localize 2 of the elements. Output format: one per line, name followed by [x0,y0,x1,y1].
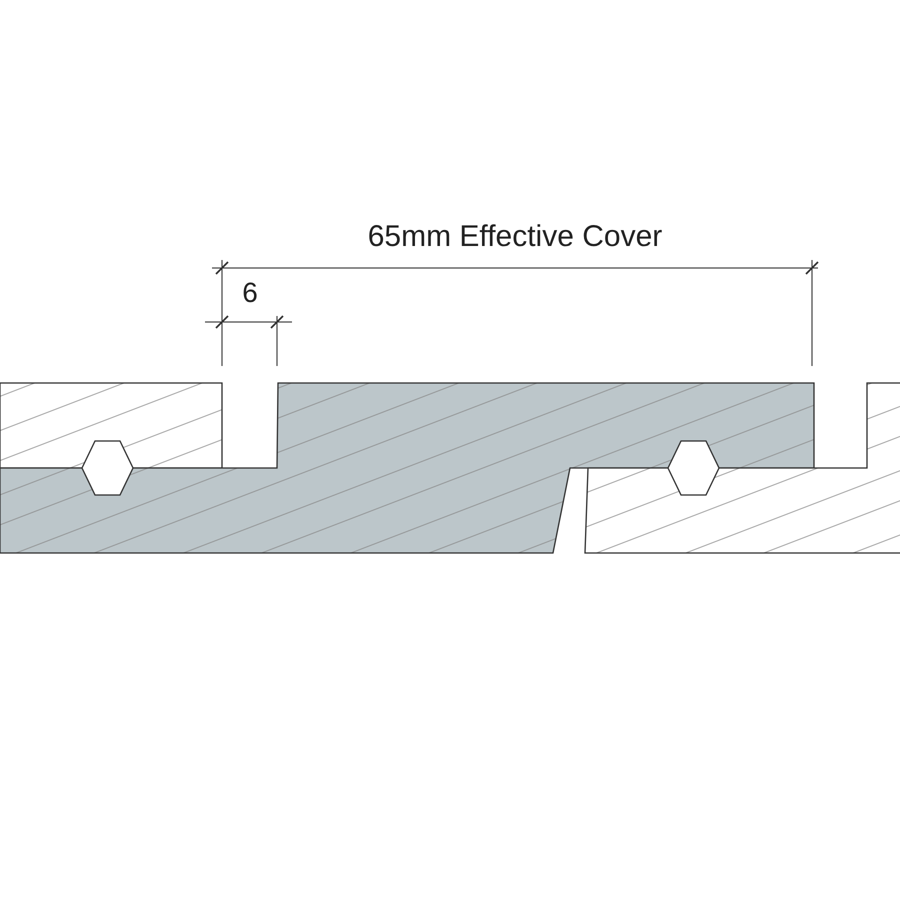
dimension-label: 65mm Effective Cover [368,222,662,252]
dimension-label: 6 [242,279,258,307]
